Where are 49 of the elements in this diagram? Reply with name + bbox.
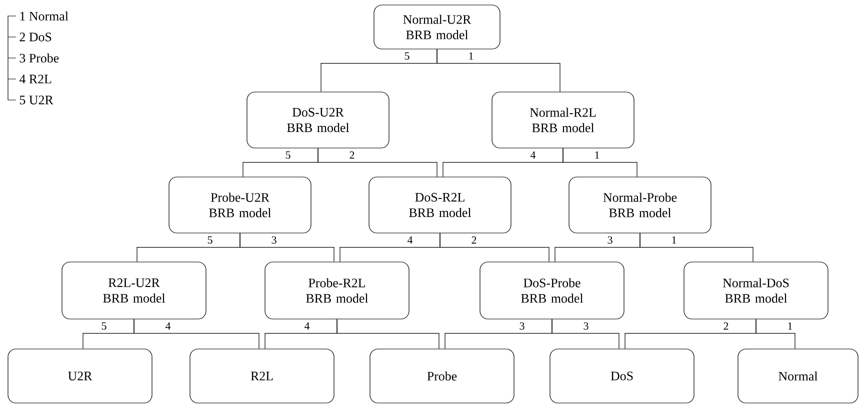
legend-item: 4 R2L <box>19 74 52 84</box>
model-box: DoS-Probe BRB model <box>480 262 624 320</box>
legend-item: 5 U2R <box>20 96 54 104</box>
edge-label: 3 <box>606 236 614 244</box>
model-box: Normal-U2R BRB model <box>374 4 500 50</box>
connector-line <box>240 233 334 262</box>
edge-label: 5 <box>284 150 292 160</box>
edge-label: 2 <box>348 150 356 160</box>
legend-item: 3 Probe <box>20 53 59 63</box>
edge-label: 2 <box>722 322 730 330</box>
connector-line <box>134 319 260 349</box>
edge-label: 1 <box>594 150 600 160</box>
connector-line <box>562 148 638 177</box>
connector-line <box>336 319 440 349</box>
edge-label: 3 <box>518 322 526 330</box>
edge-label: 4 <box>530 150 536 160</box>
model-box: DoS-U2R BRB model <box>246 92 390 148</box>
class-box: Normal <box>738 348 858 404</box>
edge-label: 2 <box>470 236 478 244</box>
edge-label: 4 <box>304 322 310 330</box>
class-box: Probe <box>370 348 514 404</box>
connector-line <box>756 319 796 349</box>
class-box: U2R <box>8 348 152 404</box>
connector-line <box>440 233 550 262</box>
connector-line <box>552 319 620 349</box>
model-box: Normal-Probe BRB model <box>568 176 712 234</box>
edge-label: 4 <box>164 322 172 330</box>
edge-label: 4 <box>406 236 414 244</box>
connector-line <box>640 233 754 262</box>
class-box: DoS <box>550 348 694 404</box>
model-box: R2L-U2R BRB model <box>62 262 206 320</box>
edge-label: 5 <box>206 236 214 244</box>
model-box: Normal-R2L BRB model <box>492 92 634 148</box>
connector-line <box>318 148 438 177</box>
class-box: R2L <box>190 348 334 404</box>
edge-label: 1 <box>786 322 794 330</box>
legend-item: 1 Normal <box>20 11 68 21</box>
edge-label: 3 <box>582 322 590 330</box>
edge-label: 1 <box>670 236 678 244</box>
edge-label: 1 <box>468 52 474 60</box>
edge-label: 5 <box>404 52 410 60</box>
legend-item: 2 DoS <box>20 32 52 42</box>
model-box: Probe-U2R BRB model <box>168 176 312 234</box>
model-box: DoS-R2L BRB model <box>368 176 512 234</box>
edge-label: 3 <box>270 236 278 244</box>
model-box: Normal-DoS BRB model <box>684 262 828 320</box>
connector-line <box>436 49 560 92</box>
model-box: Probe-R2L BRB model <box>264 262 410 320</box>
edge-label: 5 <box>100 322 108 330</box>
